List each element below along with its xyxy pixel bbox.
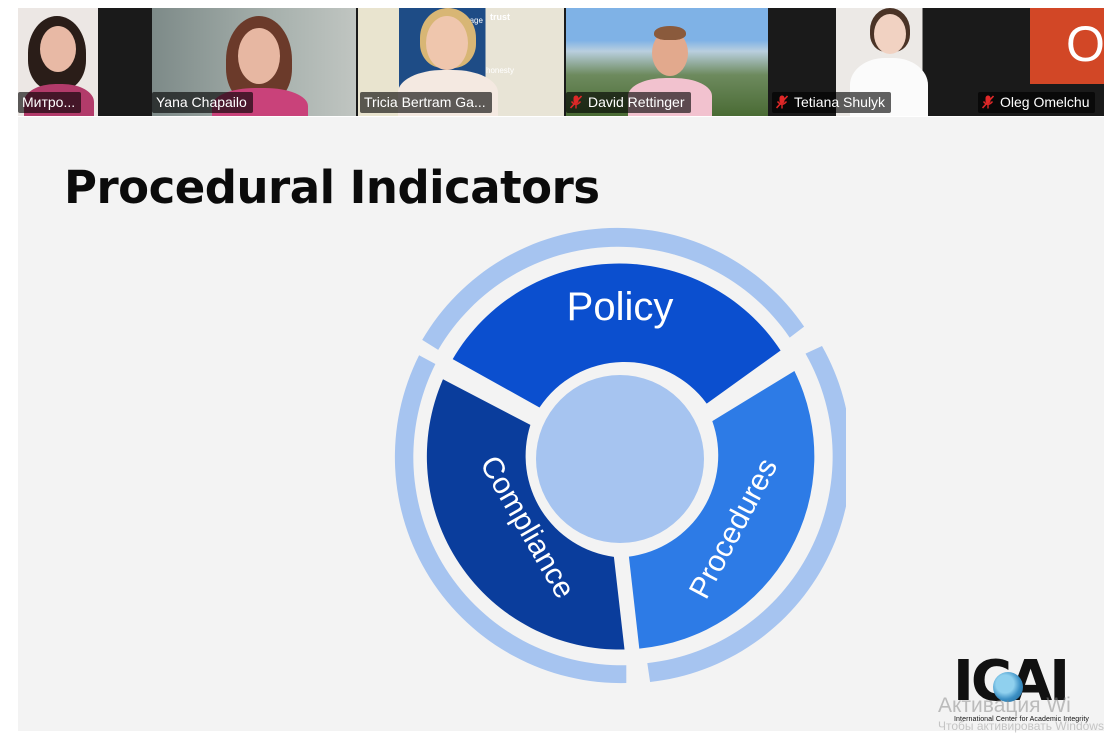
center-circle	[536, 375, 704, 543]
video-strip: Митро... Yana Chapailo courage trust hon…	[18, 8, 1104, 116]
participant-name: Yana Chapailo	[152, 92, 253, 113]
segment-compliance	[426, 379, 625, 650]
video-tile-active-speaker[interactable]: courage trust honesty Tricia Bertram Ga.…	[358, 8, 564, 116]
segment-policy	[452, 263, 781, 408]
outer-ring	[394, 227, 846, 684]
muted-mic-icon	[569, 94, 583, 109]
muted-mic-icon	[775, 94, 789, 109]
video-tile[interactable]: Yana Chapailo	[152, 8, 356, 116]
windows-activation-watermark-sub: Чтобы активировать Windows	[938, 719, 1104, 733]
video-tile[interactable]: David Rettinger	[566, 8, 768, 116]
participant-name: Tricia Bertram Ga...	[360, 92, 492, 113]
participant-name: Tetiana Shulyk	[772, 92, 892, 113]
segment-procedures	[628, 371, 815, 649]
icai-logo: ICAI International Center for Academic I…	[948, 650, 1104, 730]
participant-name: Oleg Omelchu	[978, 92, 1096, 113]
participant-name: David Rettinger	[566, 92, 691, 113]
video-tile[interactable]: O Oleg Omelchu	[978, 8, 1104, 116]
backdrop-word: honesty	[486, 66, 515, 75]
backdrop-word: trust	[490, 12, 510, 22]
globe-icon	[993, 672, 1023, 702]
video-tile[interactable]: Митро...	[18, 8, 98, 116]
participant-name: Митро...	[18, 92, 82, 113]
avatar: O	[1030, 8, 1104, 84]
label-policy: Policy	[567, 285, 674, 329]
muted-mic-icon	[981, 94, 995, 109]
video-tile[interactable]: Tetiana Shulyk	[770, 8, 976, 116]
cycle-diagram: Policy Procedures Compliance	[394, 227, 846, 684]
shared-slide: Procedural Indicators Policy Procedures …	[18, 117, 1104, 731]
slide-title: Procedural Indicators	[64, 161, 600, 214]
